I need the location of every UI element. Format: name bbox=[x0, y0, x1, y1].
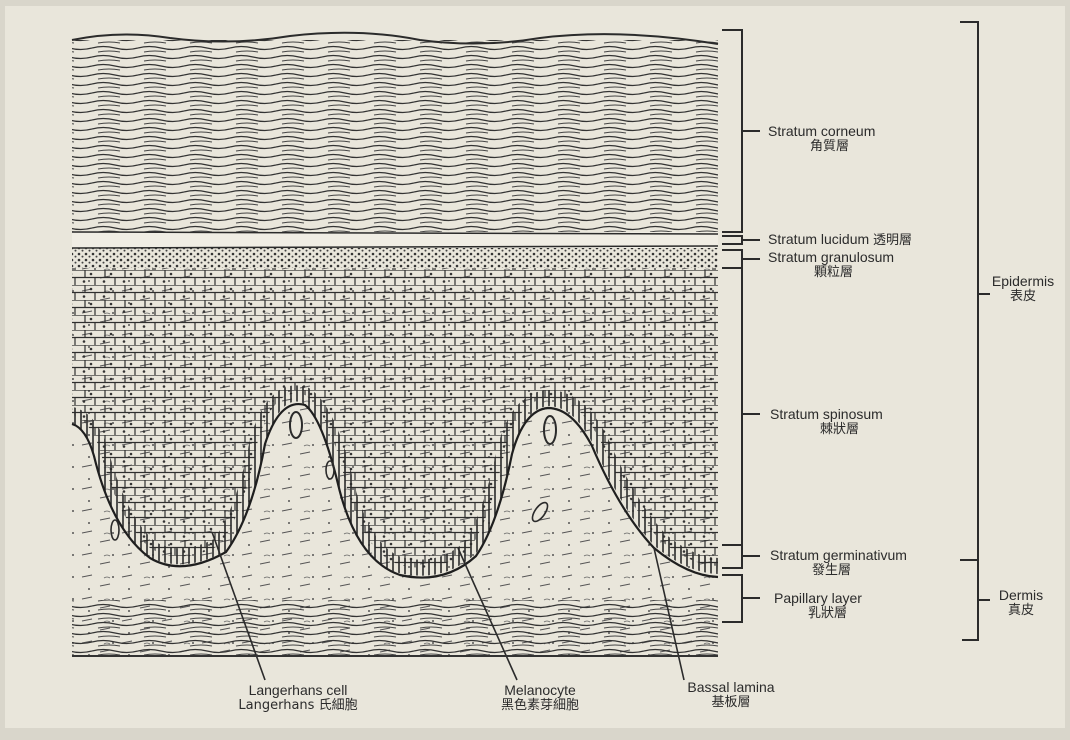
stratum-corneum-en: Stratum corneum bbox=[768, 123, 875, 139]
stratum-lucidum-en: Stratum lucidum bbox=[768, 231, 869, 247]
stratum-germinativum-en: Stratum germinativum bbox=[770, 547, 907, 563]
basal-lamina-en: Bassal lamina bbox=[687, 679, 774, 695]
stratum-granulosum-region bbox=[72, 248, 718, 268]
label-papillary-layer: Papillary layer 乳狀層 bbox=[774, 591, 862, 621]
papillary-layer-en: Papillary layer bbox=[774, 590, 862, 606]
basal-lamina-cn: 基板層 bbox=[666, 695, 796, 710]
melanocyte-en: Melanocyte bbox=[504, 682, 576, 698]
stratum-corneum-cn: 角質層 bbox=[768, 139, 875, 154]
langerhans-cell-cn: Langerhans 氏細胞 bbox=[228, 698, 368, 713]
label-stratum-germinativum: Stratum germinativum 發生層 bbox=[770, 548, 907, 578]
label-stratum-lucidum: Stratum lucidum 透明層 bbox=[768, 232, 912, 248]
stratum-granulosum-cn: 顆粒層 bbox=[768, 265, 894, 280]
label-stratum-granulosum: Stratum granulosum 顆粒層 bbox=[768, 250, 894, 280]
label-langerhans-cell: Langerhans cell Langerhans 氏細胞 bbox=[228, 683, 368, 713]
stratum-lucidum-cn: 透明層 bbox=[873, 233, 912, 248]
label-stratum-spinosum: Stratum spinosum 棘狀層 bbox=[770, 407, 883, 437]
dermis-dense-fibers bbox=[72, 600, 718, 656]
label-dermis: Dermis 真皮 bbox=[990, 588, 1052, 618]
epidermis-en: Epidermis bbox=[992, 273, 1054, 289]
epidermis-cn: 表皮 bbox=[990, 289, 1056, 304]
stratum-granulosum-en: Stratum granulosum bbox=[768, 249, 894, 265]
stratum-germinativum-cn: 發生層 bbox=[770, 563, 907, 578]
melanocyte-cn: 黑色素芽細胞 bbox=[480, 698, 600, 713]
langerhans-cell-en: Langerhans cell bbox=[249, 682, 348, 698]
stratum-spinosum-cn: 棘狀層 bbox=[770, 422, 883, 437]
stratum-spinosum-en: Stratum spinosum bbox=[770, 406, 883, 422]
label-melanocyte: Melanocyte 黑色素芽細胞 bbox=[480, 683, 600, 713]
dermis-en: Dermis bbox=[999, 587, 1043, 603]
label-stratum-corneum: Stratum corneum 角質層 bbox=[768, 124, 875, 154]
stratum-corneum-texture bbox=[72, 40, 718, 232]
label-basal-lamina: Bassal lamina 基板層 bbox=[666, 680, 796, 710]
papillary-layer-cn: 乳狀層 bbox=[774, 606, 862, 621]
label-epidermis: Epidermis 表皮 bbox=[990, 274, 1056, 304]
dermis-cn: 真皮 bbox=[990, 603, 1052, 618]
